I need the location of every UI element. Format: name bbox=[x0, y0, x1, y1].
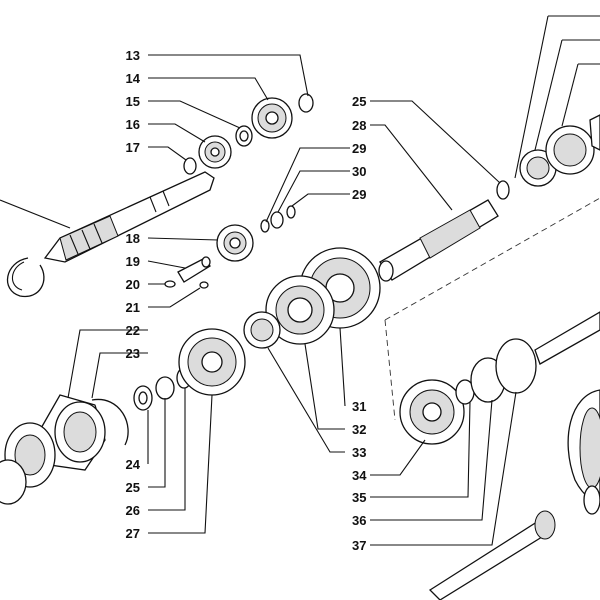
label-31: 31 bbox=[352, 399, 366, 414]
pinion-shaft bbox=[428, 485, 600, 600]
ring-29a bbox=[260, 219, 270, 233]
label-27: 27 bbox=[126, 526, 140, 541]
label-33: 33 bbox=[352, 445, 366, 460]
left-snap-ring bbox=[6, 257, 45, 298]
gear-18 bbox=[216, 224, 254, 262]
pin-19 bbox=[177, 256, 211, 283]
gear-34 bbox=[399, 379, 465, 445]
label-20: 20 bbox=[126, 277, 140, 292]
gear-27 bbox=[178, 328, 246, 396]
housing-outline-left bbox=[384, 319, 396, 421]
ring-29b bbox=[286, 205, 296, 219]
label-32: 32 bbox=[352, 422, 366, 437]
label-19: 19 bbox=[126, 254, 140, 269]
label-30: 30 bbox=[352, 164, 366, 179]
washer-24 bbox=[133, 385, 153, 411]
cup-37 bbox=[495, 338, 537, 394]
ring-25-top bbox=[496, 180, 510, 200]
bearing-25 bbox=[155, 376, 175, 400]
lower-right-shaft bbox=[534, 311, 600, 365]
label-21: 21 bbox=[126, 300, 140, 315]
left-hub bbox=[0, 459, 27, 505]
label-29-bottom: 29 bbox=[352, 187, 366, 202]
gear-16 bbox=[198, 135, 232, 169]
label-28: 28 bbox=[352, 118, 366, 133]
ring-13 bbox=[298, 93, 314, 113]
label-36: 36 bbox=[352, 513, 366, 528]
bushing-30 bbox=[270, 211, 284, 229]
ring-20 bbox=[164, 280, 176, 288]
label-18: 18 bbox=[126, 231, 140, 246]
leader-lines bbox=[67, 15, 600, 546]
gear-14 bbox=[251, 97, 293, 139]
gear-32 bbox=[265, 275, 335, 345]
bushing-15 bbox=[235, 125, 253, 147]
gear-upper-right-b bbox=[545, 125, 595, 175]
label-34: 34 bbox=[352, 468, 367, 483]
label-37: 37 bbox=[352, 538, 366, 553]
label-14: 14 bbox=[126, 71, 141, 86]
shaft-leader-line bbox=[0, 199, 71, 229]
label-29-top: 29 bbox=[352, 141, 366, 156]
bevel-gear bbox=[567, 389, 600, 506]
sleeve-22 bbox=[39, 394, 106, 471]
label-26: 26 bbox=[126, 503, 140, 518]
upper-right-shaft bbox=[589, 114, 600, 151]
callout-labels: 13 14 15 16 17 18 19 20 21 22 23 24 25 2… bbox=[126, 48, 368, 553]
label-17: 17 bbox=[126, 140, 140, 155]
gear-upper-right-a bbox=[519, 149, 557, 187]
left-main-shaft bbox=[43, 171, 215, 263]
housing-outline-top bbox=[384, 197, 600, 321]
label-25: 25 bbox=[126, 480, 140, 495]
pin-21 bbox=[199, 281, 209, 289]
label-16: 16 bbox=[126, 117, 140, 132]
label-35: 35 bbox=[352, 490, 366, 505]
gear-33 bbox=[243, 311, 281, 349]
label-22: 22 bbox=[126, 323, 140, 338]
label-15: 15 bbox=[126, 94, 140, 109]
washer-17 bbox=[183, 157, 197, 175]
label-25-right: 25 bbox=[352, 94, 366, 109]
label-24: 24 bbox=[126, 457, 141, 472]
label-23: 23 bbox=[126, 346, 140, 361]
retaining-ring bbox=[91, 398, 129, 446]
label-13: 13 bbox=[126, 48, 140, 63]
splined-shaft-28 bbox=[378, 199, 499, 282]
